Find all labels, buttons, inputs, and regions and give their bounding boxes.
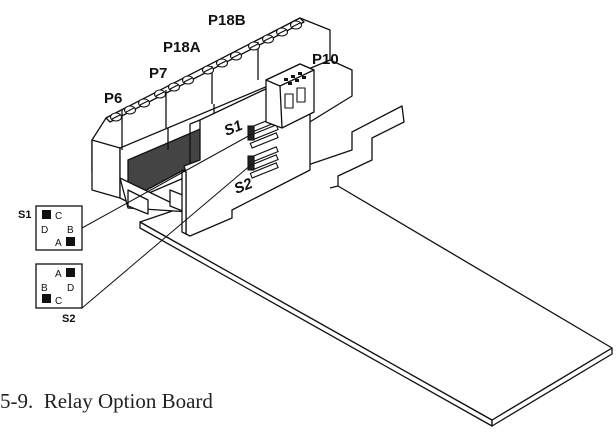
terminal-screws — [109, 20, 303, 122]
caption-title: Relay Option Board — [43, 389, 213, 413]
s1-pin-right: B — [67, 225, 74, 236]
s1-detail: C D B A S1 — [18, 205, 83, 251]
s2-pin-right: D — [67, 283, 74, 294]
label-s1-detail: S1 — [18, 209, 31, 221]
label-s2-board: S2 — [232, 175, 256, 198]
label-p6: P6 — [104, 90, 122, 107]
leader-lines — [81, 133, 253, 309]
s2-pin-bottom: C — [55, 296, 62, 307]
s1-pin-top: C — [55, 211, 62, 222]
caption-number: 5-9. — [0, 389, 34, 413]
label-s1-board: S1 — [222, 117, 245, 140]
s2-pin-top: A — [55, 269, 62, 280]
figure-caption: 5-9. Relay Option Board — [0, 389, 213, 414]
s2-pin-left: B — [41, 283, 48, 294]
header-s1-pins — [247, 116, 279, 149]
jumper-headers — [247, 116, 279, 179]
p10-pins — [284, 72, 306, 109]
s2-detail: A B D C S2 — [35, 263, 83, 325]
s1-pin-left: D — [41, 225, 48, 236]
s1-pin-bottom: A — [55, 238, 62, 249]
leader-s2 — [81, 163, 253, 309]
leader-s1 — [81, 133, 253, 229]
header-s2-pins — [247, 146, 279, 179]
label-s2-detail: S2 — [62, 313, 75, 325]
label-p10: P10 — [312, 51, 339, 68]
label-p18a: P18A — [163, 39, 201, 56]
label-p18b: P18B — [208, 12, 246, 29]
p10-connector — [265, 63, 315, 129]
label-p7: P7 — [149, 65, 167, 82]
